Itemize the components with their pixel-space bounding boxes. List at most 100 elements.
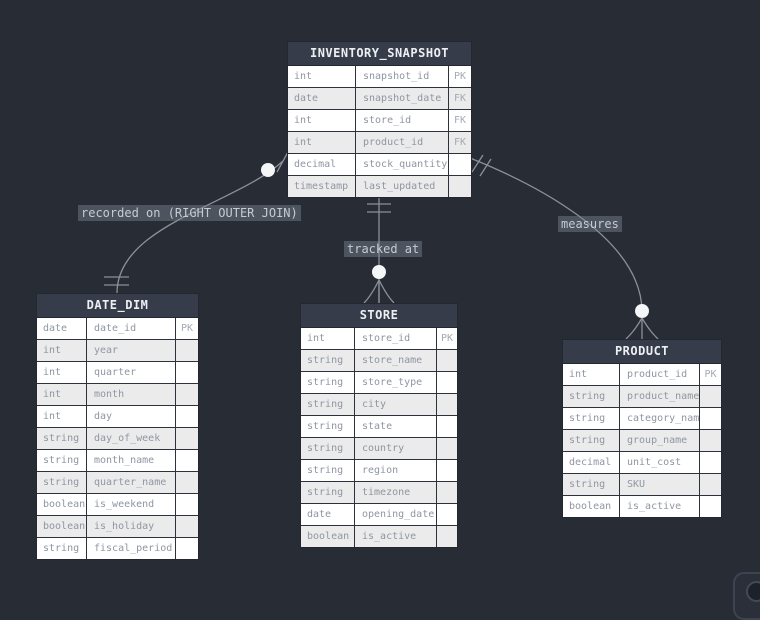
- relationship-tracked-at[interactable]: [363, 197, 395, 304]
- relationship-label-measures[interactable]: measures: [558, 216, 622, 232]
- column-key: [436, 460, 457, 481]
- column-key: [436, 438, 457, 459]
- column-name: is_holiday: [86, 516, 175, 537]
- table-row[interactable]: string quarter_name: [37, 471, 198, 493]
- column-key: [699, 474, 721, 495]
- column-key: PK: [448, 66, 471, 87]
- column-key: [436, 372, 457, 393]
- column-key: PK: [175, 318, 198, 339]
- column-type: string: [43, 477, 80, 488]
- column-type: date: [294, 93, 319, 104]
- table-row[interactable]: decimal unit_cost: [563, 451, 721, 473]
- column-type: boolean: [43, 499, 86, 510]
- column-name: product_id: [619, 364, 699, 385]
- relationship-label-tracked-at[interactable]: tracked at: [344, 241, 423, 257]
- relationship-recorded-on[interactable]: [104, 151, 289, 294]
- column-name: region: [354, 460, 436, 481]
- column-name: product_name: [619, 386, 699, 407]
- relationship-label-recorded-on[interactable]: recorded on (RIGHT OUTER JOIN): [78, 205, 301, 221]
- column-key: [175, 384, 198, 405]
- column-name: SKU: [619, 474, 699, 495]
- table-row[interactable]: int month: [37, 383, 198, 405]
- column-type: string: [307, 465, 344, 476]
- column-name: day_of_week: [86, 428, 175, 449]
- table-title[interactable]: DATE_DIM: [37, 294, 198, 318]
- column-name: quarter_name: [86, 472, 175, 493]
- logo-circle-icon: [746, 581, 760, 602]
- column-name: timezone: [354, 482, 436, 503]
- table-row[interactable]: string region: [301, 459, 457, 481]
- table-row[interactable]: date opening_date: [301, 503, 457, 525]
- column-key: [175, 340, 198, 361]
- column-type: int: [43, 345, 62, 356]
- column-type: int: [43, 389, 62, 400]
- column-name: opening_date: [354, 504, 436, 525]
- column-type: boolean: [307, 531, 350, 542]
- column-type: string: [307, 399, 344, 410]
- column-name: month: [86, 384, 175, 405]
- column-key: PK: [699, 364, 721, 385]
- relationship-line[interactable]: [469, 157, 643, 313]
- crow-foot-icon: [363, 279, 380, 304]
- cardinality-one-tick: [276, 151, 289, 173]
- relationship-measures[interactable]: [469, 154, 659, 340]
- column-key: FK: [448, 132, 471, 153]
- table-row[interactable]: string city: [301, 393, 457, 415]
- table-title[interactable]: INVENTORY_SNAPSHOT: [288, 42, 471, 66]
- column-name: snapshot_id: [355, 66, 448, 87]
- column-type: decimal: [569, 457, 612, 468]
- column-name: store_name: [354, 350, 436, 371]
- column-type: int: [294, 137, 313, 148]
- column-type: boolean: [569, 501, 612, 512]
- table-title[interactable]: PRODUCT: [563, 340, 721, 364]
- column-key: [175, 494, 198, 515]
- column-type: date: [307, 509, 332, 520]
- table-title[interactable]: STORE: [301, 304, 457, 328]
- relationship-line[interactable]: [116, 160, 284, 294]
- column-key: FK: [448, 110, 471, 131]
- column-type: int: [43, 367, 62, 378]
- column-name: city: [354, 394, 436, 415]
- column-type: string: [43, 543, 80, 554]
- cardinality-zero-circle: [635, 304, 649, 318]
- corner-logo-button[interactable]: [733, 572, 760, 620]
- cardinality-one-tick: [479, 158, 492, 177]
- column-name: store_id: [354, 328, 436, 349]
- column-name: state: [354, 416, 436, 437]
- column-name: day: [86, 406, 175, 427]
- column-name: unit_cost: [619, 452, 699, 473]
- column-key: [436, 394, 457, 415]
